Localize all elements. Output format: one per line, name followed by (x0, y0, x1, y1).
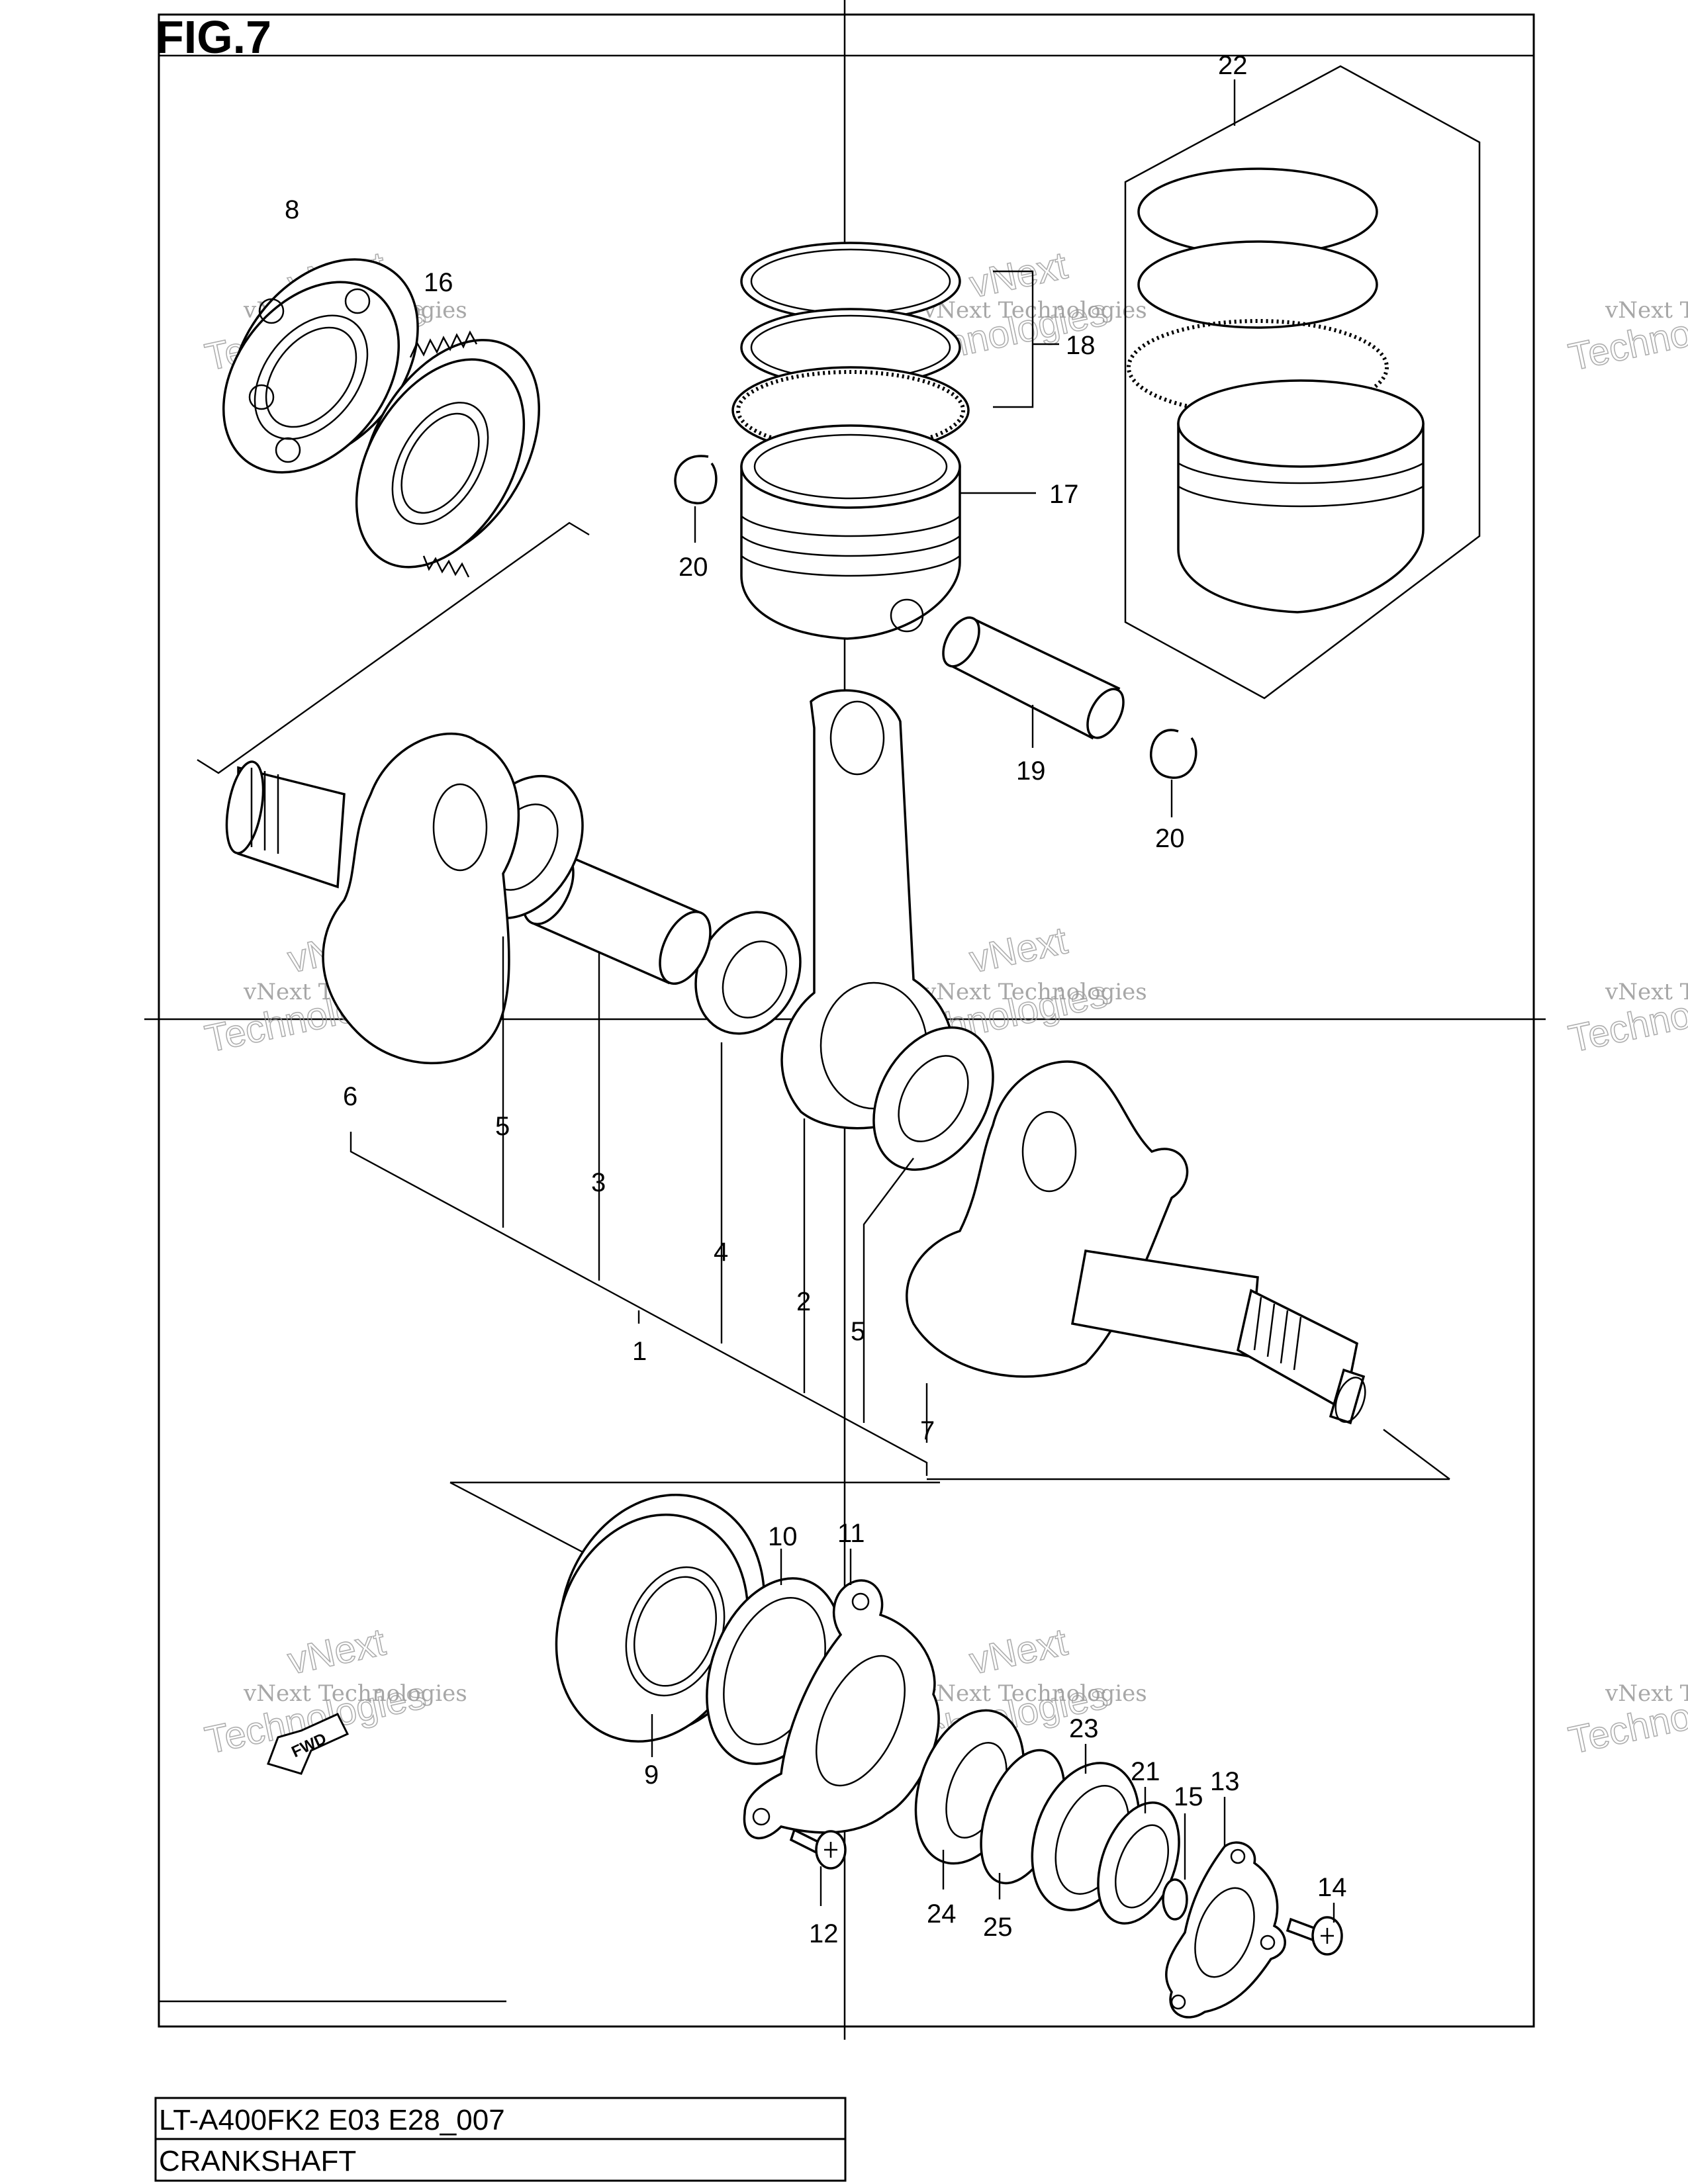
callout-24: 24 (927, 1899, 957, 1929)
part-22-piston-set (1124, 65, 1481, 700)
callout-15: 15 (1174, 1782, 1203, 1811)
callout-17: 17 (1049, 480, 1079, 509)
callout-5: 5 (851, 1317, 865, 1346)
part-19-piston-pin (942, 616, 1125, 740)
watermark-outline: vNext (966, 919, 1071, 981)
part-12-screw (789, 1828, 847, 1870)
fwd-direction-arrow: FWD (267, 1713, 350, 1775)
callout-1: 1 (632, 1337, 647, 1366)
callout-7: 7 (920, 1416, 935, 1445)
watermark-text: vNext Technologies (923, 297, 1147, 324)
part-6-crankshaft-left (225, 732, 520, 1064)
callout-11: 11 (837, 1519, 865, 1548)
callout-12: 12 (809, 1919, 839, 1948)
callout-20: 20 (1155, 824, 1185, 853)
callout-2: 2 (796, 1287, 811, 1316)
callout-18: 18 (1066, 331, 1096, 360)
watermark-text: vNext Technologies (1605, 979, 1688, 1005)
callout-labels: 1 2 3 4 5 5 6 7 8 9 10 11 12 13 14 15 16… (285, 51, 1347, 1948)
callout-25: 25 (983, 1913, 1013, 1942)
callout-4: 4 (714, 1238, 728, 1267)
callout-21: 21 (1131, 1757, 1160, 1786)
assembly-bracket-left (197, 522, 590, 774)
figure-label: FIG.7 (156, 11, 271, 63)
part-20-circlip-left (674, 455, 718, 504)
callout-9: 9 (644, 1760, 659, 1790)
callout-bracket-18 (993, 270, 1034, 408)
callout-13: 13 (1210, 1767, 1240, 1796)
assembly-bracket-lower (449, 1481, 583, 1553)
part-15-o-ring (1162, 1878, 1188, 1921)
watermark-text: vNext Technologies (243, 1680, 467, 1707)
callout-22: 22 (1218, 51, 1248, 80)
part-11-bearing-retainer (743, 1579, 940, 1840)
part-4-needle-bearing (694, 911, 802, 1035)
watermark-text: vNext Technologies (1605, 1680, 1688, 1707)
callout-23: 23 (1069, 1714, 1099, 1743)
watermark-text: vNext Technologies (1605, 297, 1688, 324)
section-name: CRANKSHAFT (159, 2145, 356, 2177)
part-20-circlip-right (1150, 729, 1197, 779)
assembly-bracket-crankshaft (350, 1132, 928, 1476)
part-18-piston-rings (731, 242, 970, 455)
part-21-spacer (1097, 1801, 1180, 1925)
part-13-plate (1165, 1841, 1286, 2019)
part-5-washer-right (872, 1026, 994, 1171)
part-16-primary-gear (355, 330, 540, 578)
part-7-crankshaft-right (906, 1060, 1366, 1425)
title-block: LT-A400FK2 E03 E28_007 CRANKSHAFT (154, 2097, 847, 2182)
part-17-piston (740, 424, 961, 640)
callout-8: 8 (285, 195, 299, 224)
part-14-screw (1286, 1916, 1343, 1956)
watermark-outline: vNext (284, 1620, 389, 1682)
callout-16: 16 (424, 268, 453, 297)
watermark-outline: vNext (966, 1620, 1071, 1682)
part-8-bearing (222, 258, 419, 474)
model-code: LT-A400FK2 E03 E28_007 (159, 2104, 505, 2136)
callout-3: 3 (591, 1168, 606, 1197)
callout-19: 19 (1016, 756, 1046, 786)
callout-20: 20 (679, 553, 708, 582)
callout-14: 14 (1317, 1873, 1347, 1902)
watermark-text: vNext Technologies (923, 1680, 1147, 1707)
callout-5: 5 (495, 1112, 510, 1141)
watermark-text: vNext Technologies (923, 979, 1147, 1005)
callout-10: 10 (768, 1522, 798, 1551)
callout-6: 6 (343, 1082, 357, 1111)
